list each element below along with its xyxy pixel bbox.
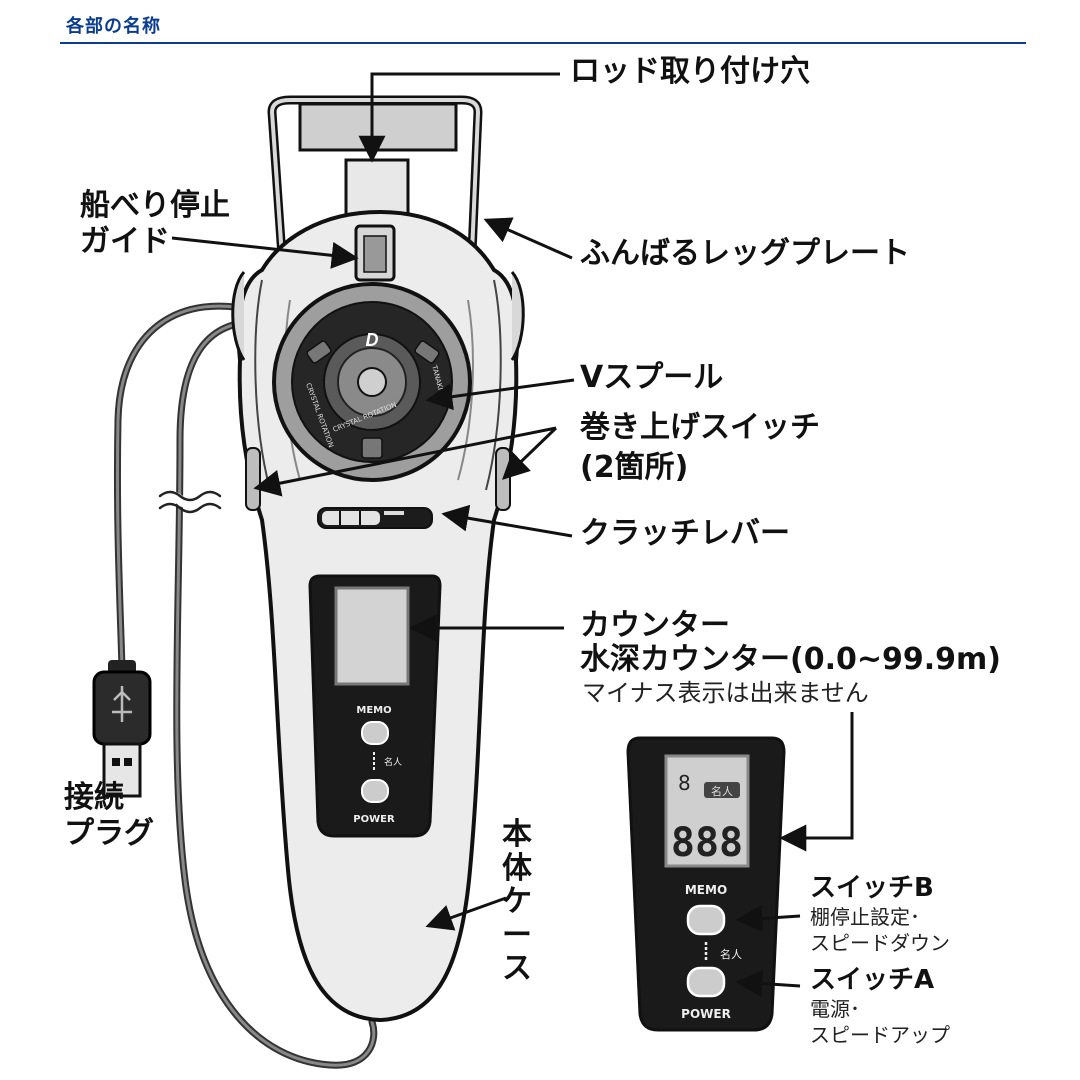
label-leg-plate: ふんばるレッグプレート [580,236,910,271]
label-stopper-guide-2: ガイド [80,224,170,259]
label-stopper-guide-1: 船べり停止 [80,188,230,223]
label-plug-2: プラグ [64,816,154,851]
label-body-case: 本体ケース [502,817,532,987]
label-v-spool: Vスプール [580,360,724,395]
label-switch-b-line2: スピードダウン [810,931,950,955]
power-cable [113,302,378,1069]
label-clutch-lever: クラッチレバー [580,516,790,551]
daiwa-logo: D [366,330,379,350]
label-switch-a-title: スイッチA [810,965,935,995]
label-switch-a-line1: 電源･ [810,997,860,1021]
label-switch-a-line2: スピードアップ [810,1023,950,1047]
label-switch-b-line1: 棚停止設定･ [810,905,920,929]
detail-control-panel: 8 名人 888 MEMO 名人 POWER [626,736,786,1032]
stopper-guide [354,224,396,282]
section-title: 各部の名称 [66,16,161,37]
lcd-small-digit: 8 [678,771,691,795]
label-winding-switch-1: 巻き上げスイッチ [580,410,820,445]
label-counter-1: カウンター [580,608,730,643]
svg-text:名人: 名人 [384,756,402,768]
svg-text:POWER: POWER [681,1007,731,1021]
usb-plug [92,660,152,798]
lcd-digits: 888 [671,820,743,866]
svg-text:名人: 名人 [720,947,742,961]
leader-lines [171,72,854,998]
svg-text:POWER: POWER [353,814,395,825]
clutch-lever [317,507,433,529]
svg-text:MEMO: MEMO [685,883,727,897]
lcd-badge: 名人 [711,784,733,798]
label-counter-note: マイナス表示は出来ません [582,679,869,707]
label-rod-hole: ロッド取り付け穴 [570,54,810,89]
v-spool: D CRYSTAL ROTATION TANAKI CRYSTAL ROTATI… [272,282,472,482]
label-counter-2: 水深カウンター(0.0~99.9m) [580,642,1001,677]
label-plug-1: 接続 [64,780,124,815]
svg-text:MEMO: MEMO [356,705,391,716]
body-control-panel: MEMO 名人 POWER [308,574,442,838]
label-winding-switch-2: (2箇所) [580,450,689,485]
title-underline [60,42,1026,44]
label-switch-b-title: スイッチB [810,873,934,903]
